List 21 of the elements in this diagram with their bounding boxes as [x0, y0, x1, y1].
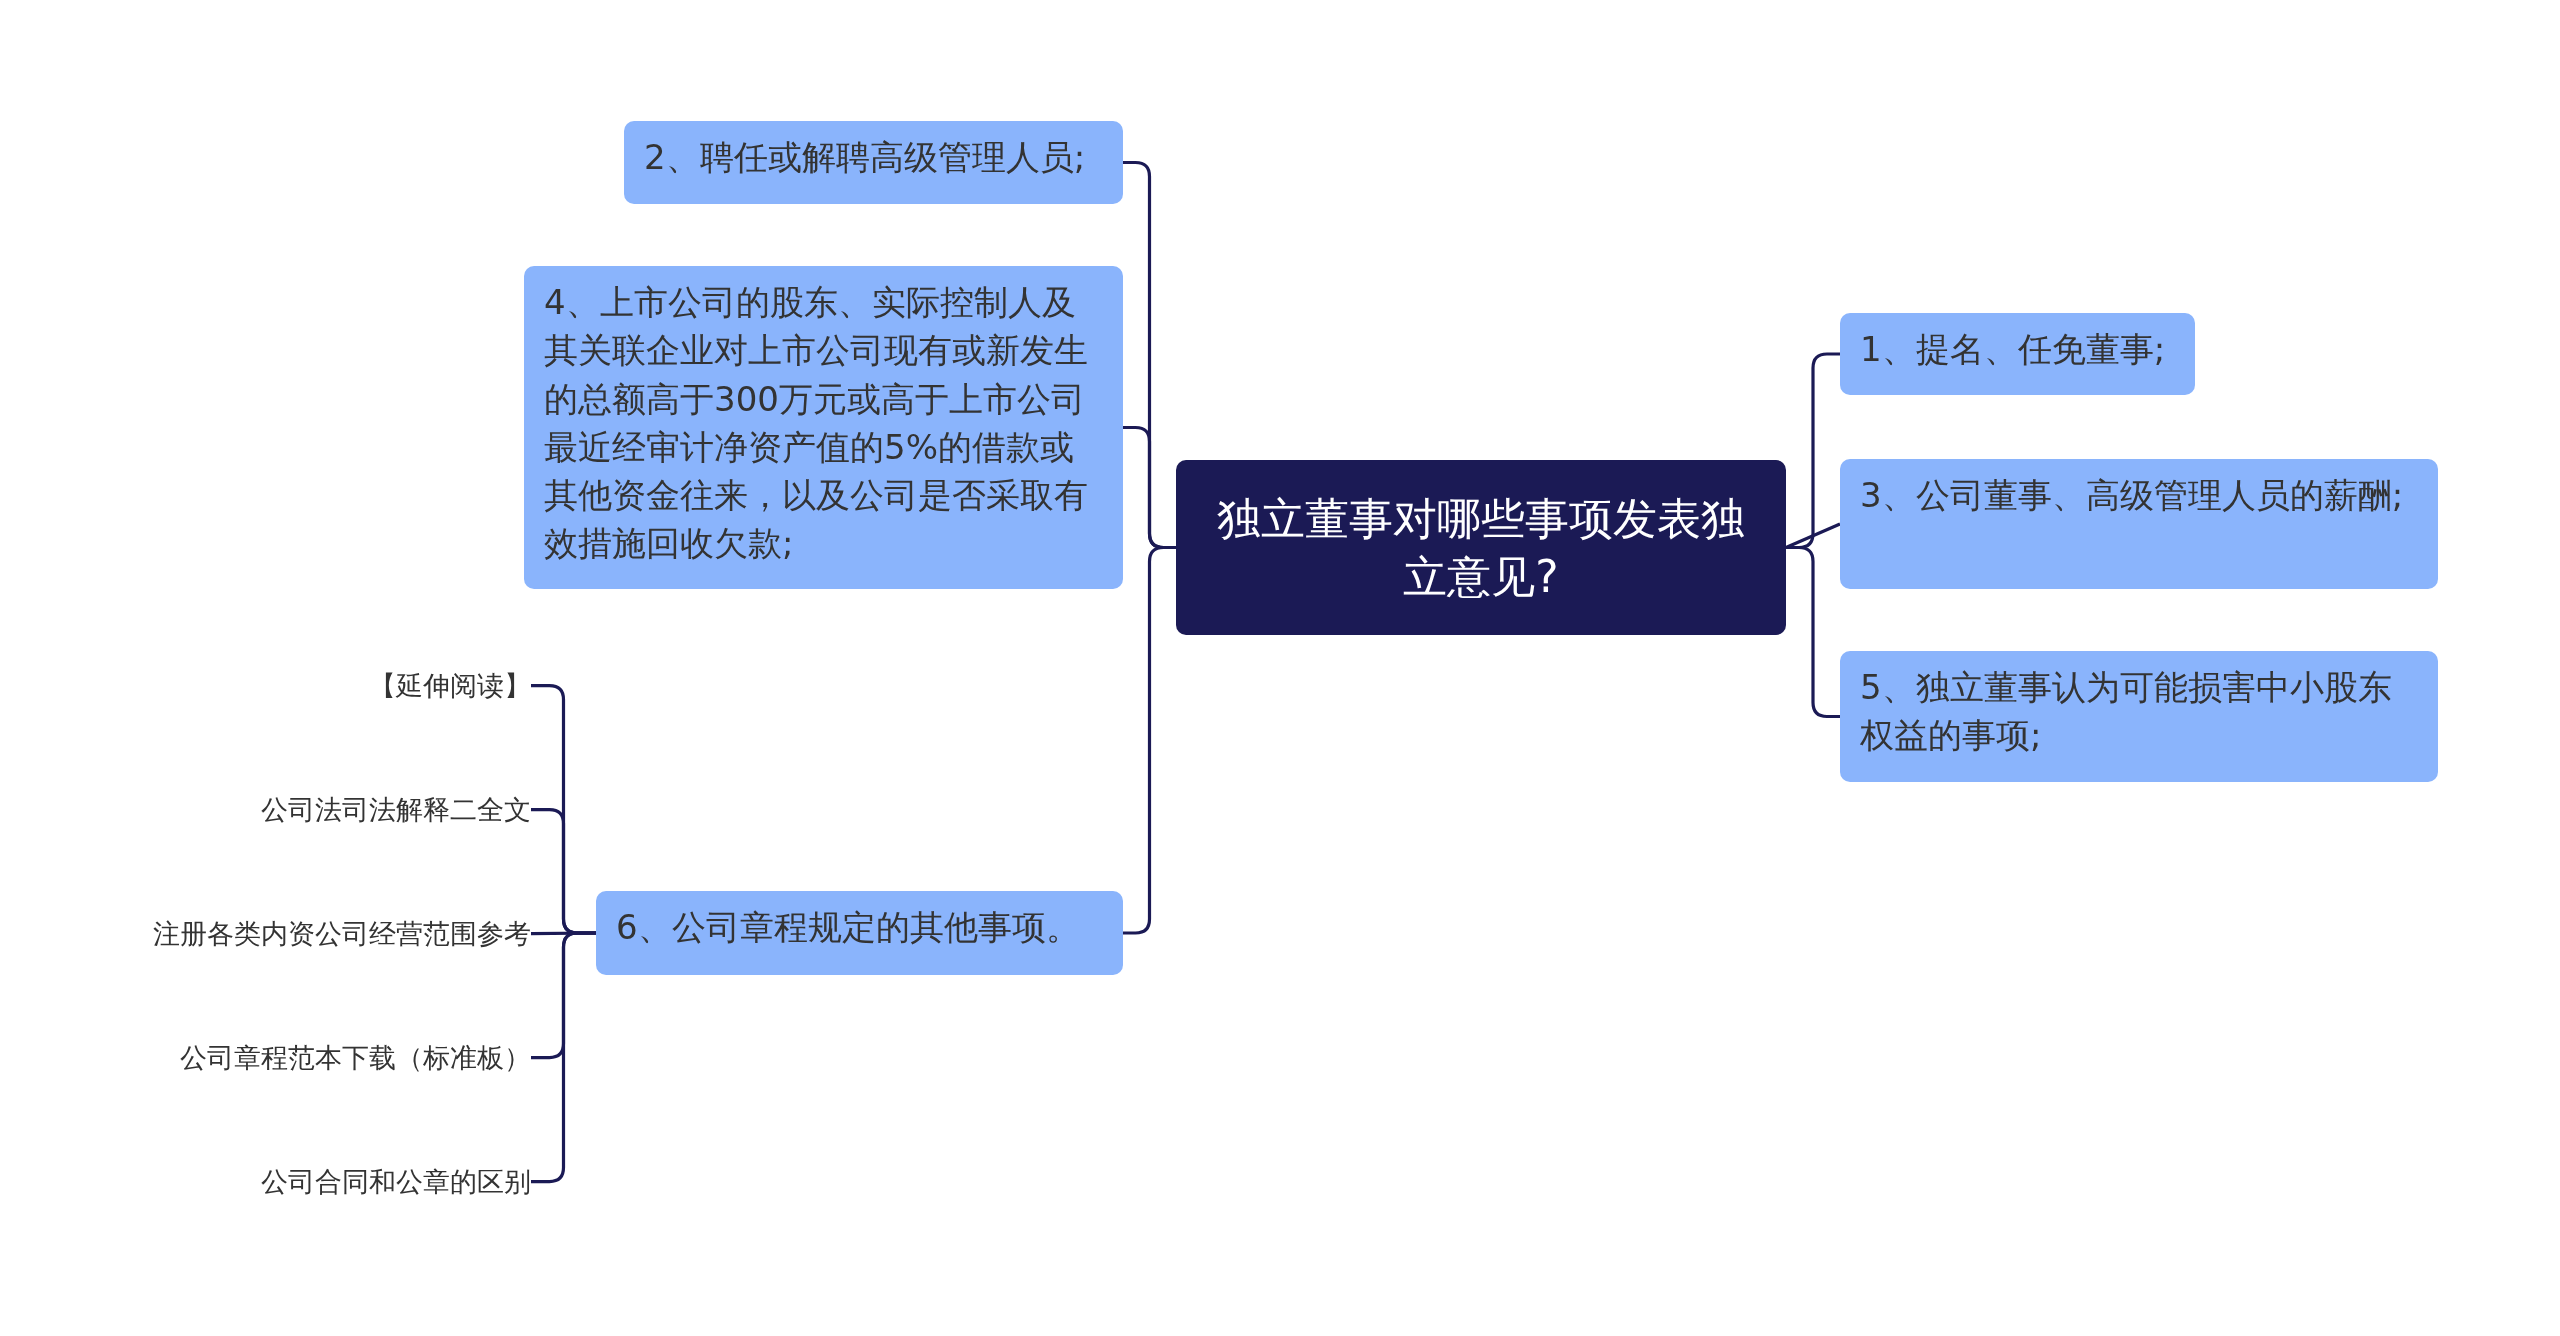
subtopic-text: 1、提名、任免董事; — [1860, 329, 2166, 369]
subtopic-box — [624, 121, 1123, 204]
subtopic-box — [1840, 313, 2195, 395]
subtopic-box — [1840, 459, 2438, 589]
connector-line — [1123, 545, 1176, 935]
subtopic-text: 3、公司董事、高级管理人员的薪酬; — [1860, 475, 2404, 515]
topic-text: 独立董事对哪些事项发表独立意见? — [1216, 492, 1746, 604]
leaf-text: 公司合同和公章的区别 — [261, 1164, 531, 1200]
subtopic-box — [524, 266, 1123, 589]
subtopic-text: 5、独立董事认为可能损害中小股东权益的事项; — [1860, 667, 2392, 756]
subtopic-box — [596, 891, 1123, 975]
leaf-text: 【延伸阅读】 — [369, 668, 531, 704]
subtopic-text: 6、公司章程规定的其他事项。 — [616, 907, 1080, 947]
topic-box — [1176, 460, 1786, 635]
leaf-text: 公司法司法解释二全文 — [261, 792, 531, 828]
connector-line — [1785, 522, 1841, 549]
leaf-text: 公司章程范本下载（标准板） — [180, 1040, 531, 1076]
subtopic-box — [1840, 651, 2438, 782]
subtopic-text: 2、聘任或解聘高级管理人员; — [644, 137, 1086, 177]
subtopic-text: 4、上市公司的股东、实际控制人及其关联企业对上市公司现有或新发生的总额高于300万元或高于上市公司最近经审计净资产值的5%的借款或其他资金往来，以及公司是否采取有效措施回收欠款; — [544, 282, 1088, 564]
leaf-text: 注册各类内资公司经营范围参考 — [153, 916, 531, 952]
